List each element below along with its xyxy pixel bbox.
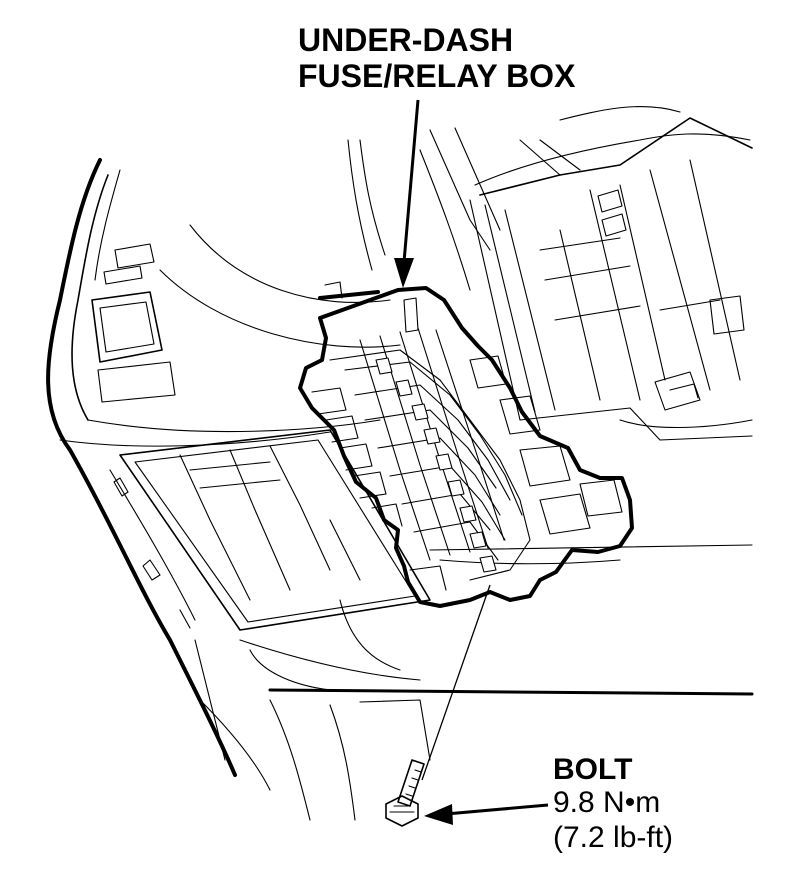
fuse-box-label-line1: UNDER-DASH bbox=[298, 22, 514, 58]
left-dash-panel bbox=[46, 158, 381, 777]
fuse-box-label-line2: FUSE/RELAY BOX bbox=[298, 58, 576, 94]
bolt-icon bbox=[385, 584, 491, 827]
upper-dash-lines bbox=[159, 105, 681, 348]
fuse-box-leader bbox=[394, 99, 420, 288]
right-dash-structure bbox=[469, 117, 753, 441]
bolt-torque-lbft: (7.2 lb-ft) bbox=[553, 821, 674, 854]
bolt-label-title: BOLT bbox=[553, 753, 633, 786]
bolt-leader bbox=[424, 803, 549, 825]
lower-dash-edge bbox=[199, 544, 754, 821]
fuse-relay-box bbox=[298, 281, 634, 608]
bolt-torque-nm: 9.8 N•m bbox=[553, 786, 661, 819]
